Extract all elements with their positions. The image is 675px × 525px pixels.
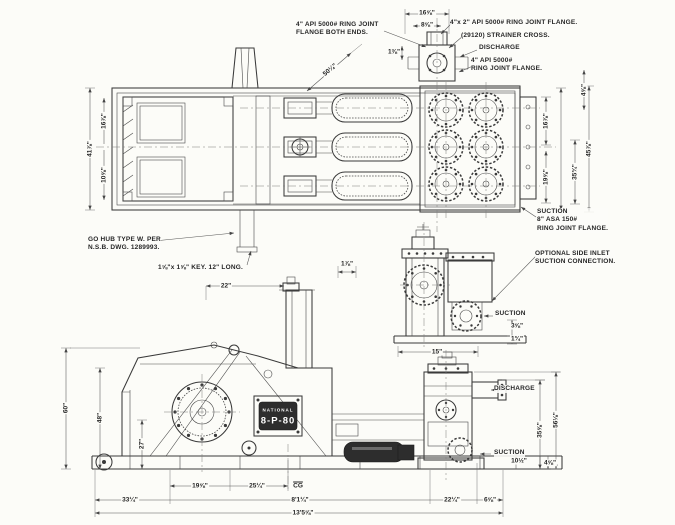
dim-end-small-a: 3⅝"	[509, 322, 525, 330]
dim-plan-left-outer: 41⅞"	[86, 140, 94, 158]
nameplate	[253, 395, 303, 437]
dim-base-cg-marker: CG	[292, 482, 304, 490]
dim-elev-left-outer: 60"	[62, 401, 70, 415]
dim-plan-left-lower: 10⅝"	[100, 166, 108, 184]
dim-plan-top-width: 16⅝"	[418, 9, 436, 17]
dim-elev-left-mid: 48"	[96, 411, 104, 425]
dim-plan-right-mid: 35¾"	[571, 163, 579, 181]
plan-view-linework	[85, 9, 594, 266]
dim-elev-right-outer: 56⅛"	[552, 411, 560, 429]
dim-plan-right-upper: 16⅞"	[542, 112, 550, 130]
dim-base-8ft: 8'1¼"	[290, 496, 310, 504]
callout-flange-both-ends: 4" API 5000# RING JOINT FLANGE BOTH ENDS…	[296, 21, 379, 38]
dim-base-33: 33¼"	[121, 496, 139, 504]
dim-elev-right-inner: 35⅝"	[536, 421, 544, 439]
dim-elev-left-inner: 27"	[138, 437, 146, 451]
dim-base-13ft: 13'5⅝"	[291, 509, 315, 517]
dim-plan-cross-offset: 1⅜"	[386, 48, 402, 56]
callout-discharge-top: DISCHARGE	[479, 44, 520, 53]
callout-flange-4x2: 4"x 2" API 5000# RING JOINT FLANGE.	[450, 19, 578, 28]
end-view-linework	[393, 222, 537, 357]
callout-hub-note: GO HUB TYPE W. PER N.S.B. DWG. 1289993.	[88, 236, 161, 253]
dim-elev-right-small-b: 4⅝"	[542, 459, 558, 467]
elevation-linework	[61, 266, 563, 517]
dim-plan-left-upper: 16⅞"	[100, 112, 108, 130]
dim-plan-right-small: 4⅝"	[580, 82, 588, 98]
callout-discharge-elev: DISCHARGE	[494, 385, 535, 394]
callout-suction-elev: SUCTION	[494, 449, 525, 458]
callout-strainer-cross: (29120) STRAINER CROSS.	[461, 32, 550, 41]
dim-base-6: 6⅝"	[482, 496, 498, 504]
fluid-end-valve-covers	[419, 85, 521, 213]
dim-base-25: 25¼"	[248, 482, 266, 490]
dim-elev-right-small-a: 10½"	[510, 457, 528, 465]
callout-key-note: 1⅝"x 1⅝" KEY. 12" LONG.	[158, 264, 244, 273]
dim-plan-top-inner: 8⅝"	[419, 21, 435, 29]
dim-base-22: 22¼"	[443, 496, 461, 504]
dim-base-19: 19⅝"	[191, 482, 209, 490]
callout-flange-4api: 4" API 5000# RING JOINT FLANGE.	[471, 57, 543, 74]
dim-end-view-width: 15"	[430, 348, 444, 356]
dim-plan-right-outer: 45⅞"	[585, 140, 593, 158]
dim-elev-tower-offset: 22"	[219, 282, 233, 290]
callout-suction-end-view: SUCTION	[495, 310, 526, 319]
nameplate-brand: NATIONAL	[262, 407, 294, 413]
side-inlet-suction-flange	[450, 300, 482, 332]
callout-optional-inlet: OPTIONAL SIDE INLET SUCTION CONNECTION.	[535, 250, 616, 267]
nameplate-model: 8-P-80	[260, 415, 296, 427]
dim-end-small-b: 1¾"	[509, 335, 525, 343]
dim-plan-right-lower: 19⅝"	[542, 168, 550, 186]
dim-elev-rod: 1⅞"	[339, 260, 355, 268]
callout-suction-flange: SUCTION 8" ASA 150# RING JOINT FLANGE.	[537, 208, 609, 234]
